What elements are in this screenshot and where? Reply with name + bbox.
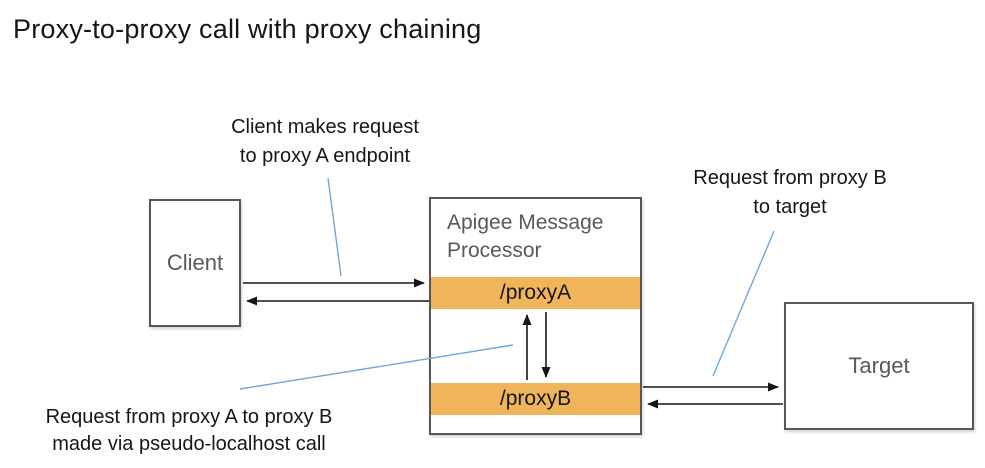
annotation-client-request-line2: to proxy A endpoint [239,145,411,167]
annotation-client-request-line1: Client makes request [231,116,419,138]
annotation-proxy-b-to-target-line1: Request from proxy B [693,167,887,189]
proxy-b-label: /proxyB [499,387,572,410]
client-node: Client [149,199,241,327]
client-node-label: Client [166,250,224,275]
proxy-a-bar: /proxyA [431,277,640,309]
annotation-pseudo-localhost: Request from proxy A to proxy B made via… [8,404,370,458]
annotation-proxy-b-to-target: Request from proxy B to target [665,164,915,222]
proxy-a-label: /proxyA [499,281,572,304]
diagram-title: Proxy-to-proxy call with proxy chaining [13,14,482,44]
apigee-message-processor-node: Apigee Message Processor /proxyA /proxyB [429,197,642,435]
proxy-b-bar: /proxyB [431,383,640,415]
apigee-node-label: Apigee Message Processor [447,211,604,262]
callout-line-proxy-b-to-target [712,230,775,377]
annotation-proxy-b-to-target-line2: to target [753,196,827,218]
annotation-pseudo-localhost-line2: made via pseudo-localhost call [52,433,326,455]
target-node-label: Target [848,353,910,378]
annotation-client-request: Client makes request to proxy A endpoint [205,113,445,171]
target-node: Target [784,302,974,430]
callout-line-client-request [327,177,342,277]
annotation-pseudo-localhost-line1: Request from proxy A to proxy B [45,406,333,428]
